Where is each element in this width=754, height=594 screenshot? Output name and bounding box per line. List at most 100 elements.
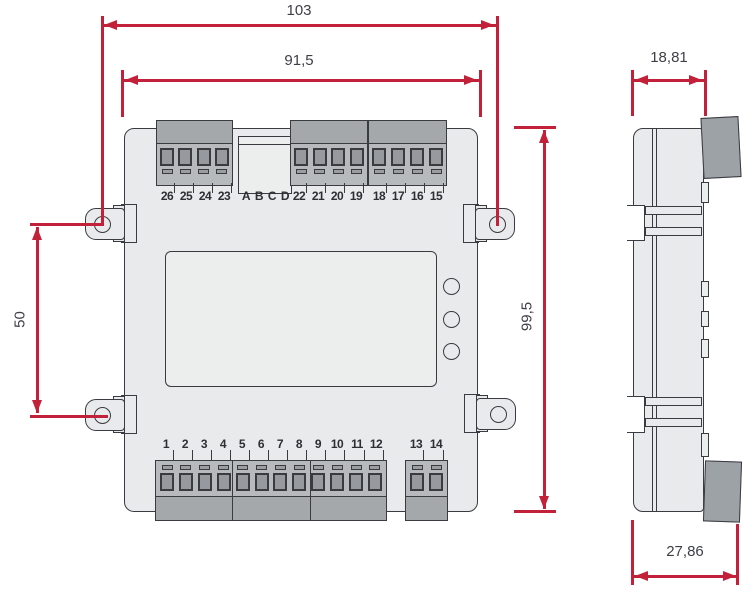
terminal-unit — [312, 148, 327, 185]
dim-label-hole-spacing: 50 — [11, 311, 29, 328]
terminal-label: 15 — [429, 189, 443, 203]
terminal-screw — [273, 473, 288, 491]
arrowhead — [539, 496, 549, 509]
terminal-label: 19 — [349, 189, 363, 203]
label-leader-tick — [405, 183, 406, 193]
tab-edge — [645, 227, 702, 236]
terminal-label: 25 — [179, 189, 193, 203]
terminal-screw — [160, 473, 174, 491]
terminal-unit — [178, 465, 193, 496]
arrowhead — [689, 75, 702, 85]
terminal-slot — [331, 465, 343, 470]
terminal-screw — [410, 473, 424, 491]
terminal-label: 8 — [295, 437, 303, 451]
terminal-screw — [160, 148, 174, 166]
terminal-slot — [180, 465, 192, 470]
dim-line-18-81 — [633, 79, 705, 82]
terminal-slot — [411, 465, 423, 470]
terminal-slot — [274, 465, 286, 470]
dim-label-overall-depth: 27,86 — [666, 543, 704, 560]
terminal-screw — [429, 148, 443, 166]
terminal-unit — [197, 465, 212, 496]
terminal-label: 2 — [181, 437, 189, 451]
terminal-unit — [273, 465, 288, 496]
terminal-unit — [235, 465, 250, 496]
ext-line — [479, 70, 482, 117]
terminal-cover — [368, 120, 447, 144]
label-leader-tick — [193, 183, 194, 193]
terminal-slot — [351, 169, 363, 174]
arrowhead — [723, 571, 736, 581]
label-leader-tick — [174, 183, 175, 193]
label-leader-tick — [192, 450, 193, 460]
ext-tick — [514, 510, 556, 513]
dim-label-body-width: 91,5 — [284, 52, 314, 69]
terminal-label: 7 — [276, 437, 284, 451]
terminal-slot — [218, 465, 230, 470]
block-divider — [232, 460, 234, 521]
rear-clip — [701, 311, 709, 327]
terminal-label: C — [267, 189, 277, 203]
terminal-cover — [155, 496, 387, 521]
terminal-screw — [331, 148, 346, 166]
terminal-label: 12 — [369, 437, 383, 451]
terminal-screw — [197, 473, 212, 491]
terminal-unit — [349, 148, 364, 185]
label-leader-tick — [249, 450, 250, 460]
tab-edge — [645, 397, 702, 406]
terminal-unit — [178, 148, 193, 185]
dim-label-body-height: 99,5 — [518, 301, 536, 332]
terminal-slot — [216, 169, 228, 174]
terminal-block-top-right — [368, 120, 447, 186]
dim-line-91-5 — [123, 79, 480, 82]
label-leader-tick — [344, 183, 345, 193]
terminal-label: 14 — [429, 437, 443, 451]
terminal-label: 22 — [292, 189, 306, 203]
terminal-screw — [330, 473, 345, 491]
ext-line — [631, 70, 634, 116]
terminal-unit — [311, 465, 326, 496]
tab-edge — [645, 418, 702, 427]
terminal-slot — [198, 169, 210, 174]
label-leader-tick — [211, 450, 212, 460]
label-leader-tick — [423, 450, 424, 460]
terminal-unit — [410, 465, 424, 496]
terminal-label: 26 — [160, 189, 174, 203]
terminal-label: 5 — [238, 437, 246, 451]
terminal-slot — [430, 465, 442, 470]
terminal-label: 18 — [372, 189, 386, 203]
terminal-screw — [312, 148, 327, 166]
terminal-label: 20 — [330, 189, 344, 203]
arrowhead — [104, 20, 117, 30]
terminal-label: 13 — [409, 437, 423, 451]
terminal-label: 4 — [219, 437, 227, 451]
terminal-screw — [235, 473, 250, 491]
tab-edge — [645, 206, 702, 215]
terminal-screw — [349, 148, 364, 166]
label-leader-tick — [363, 183, 364, 193]
ext-line — [496, 16, 499, 226]
terminal-screw — [349, 473, 364, 491]
label-leader-tick — [364, 450, 365, 460]
terminal-slot — [392, 169, 404, 174]
terminal-unit — [429, 465, 443, 496]
terminal-screw — [367, 473, 382, 491]
terminal-unit — [254, 465, 269, 496]
label-leader-tick — [231, 183, 232, 193]
terminal-cover — [405, 496, 448, 521]
terminal-cover — [290, 120, 368, 144]
tab-notch — [627, 205, 645, 241]
terminal-slot — [332, 169, 344, 174]
terminal-slot — [369, 465, 381, 470]
ext-line — [101, 16, 104, 226]
arrowhead — [32, 400, 42, 413]
terminal-slot — [411, 169, 423, 174]
arrowhead — [635, 75, 648, 85]
rear-clip — [701, 339, 709, 358]
terminal-slot — [161, 169, 173, 174]
label-leader-tick — [268, 450, 269, 460]
terminal-unit — [331, 148, 346, 185]
terminal-screw — [292, 473, 307, 491]
terminal-slot — [199, 465, 211, 470]
